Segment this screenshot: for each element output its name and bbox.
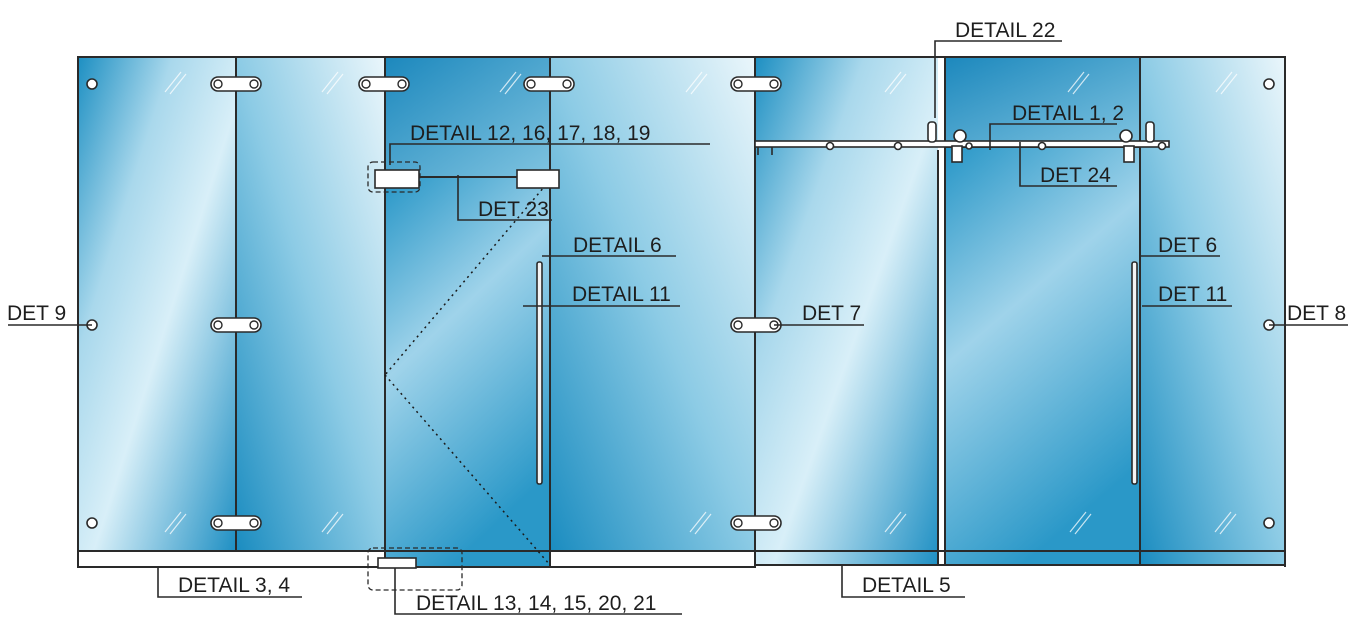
- glass-transom-2: [945, 57, 1140, 147]
- label-detail-22: DETAIL 22: [955, 19, 1055, 42]
- label-detail-13-21: DETAIL 13, 14, 15, 20, 21: [416, 592, 657, 615]
- label-detail-5: DETAIL 5: [862, 574, 951, 597]
- glass-sliding-door: [945, 147, 1140, 565]
- label-det-23: DET 23: [478, 198, 549, 221]
- door-swing-indicator: [384, 179, 551, 566]
- callout-labels: DETAIL 22 DETAIL 1, 2 DETAIL 12, 16, 17,…: [7, 19, 1346, 615]
- label-det-7: DET 7: [802, 302, 861, 325]
- label-detail-11: DETAIL 11: [572, 283, 671, 306]
- glass-panel-3: [550, 57, 755, 551]
- label-det-6: DET 6: [1158, 234, 1217, 257]
- label-det-8: DET 8: [1287, 302, 1346, 325]
- glass-panel-2: [236, 57, 385, 551]
- label-detail-12-19: DETAIL 12, 16, 17, 18, 19: [410, 122, 651, 145]
- label-detail-1-2: DETAIL 1, 2: [1012, 102, 1124, 125]
- detail-12-highlight: [367, 161, 421, 193]
- glass-transom-1: [385, 57, 550, 177]
- label-detail-6: DETAIL 6: [573, 234, 662, 257]
- glass-panel-1: [78, 57, 236, 551]
- label-det-9: DET 9: [7, 302, 66, 325]
- label-det-24: DET 24: [1040, 164, 1111, 187]
- sliding-door-track: [754, 121, 1170, 163]
- detail-13-highlight: [367, 547, 463, 591]
- door-handles: [536, 261, 1138, 485]
- point-fixings: [86, 76, 1275, 531]
- glass-reflection-marks: [164, 71, 1238, 535]
- glass-swing-door: [385, 177, 550, 567]
- patch-fittings: [374, 169, 560, 569]
- glass-panels: [78, 57, 1285, 567]
- leader-lines: [8, 40, 1348, 615]
- label-detail-3-4: DETAIL 3, 4: [178, 574, 290, 597]
- fixing-bolts: [213, 79, 779, 528]
- glass-panel-5: [1140, 57, 1285, 565]
- label-det-11: DET 11: [1158, 283, 1227, 306]
